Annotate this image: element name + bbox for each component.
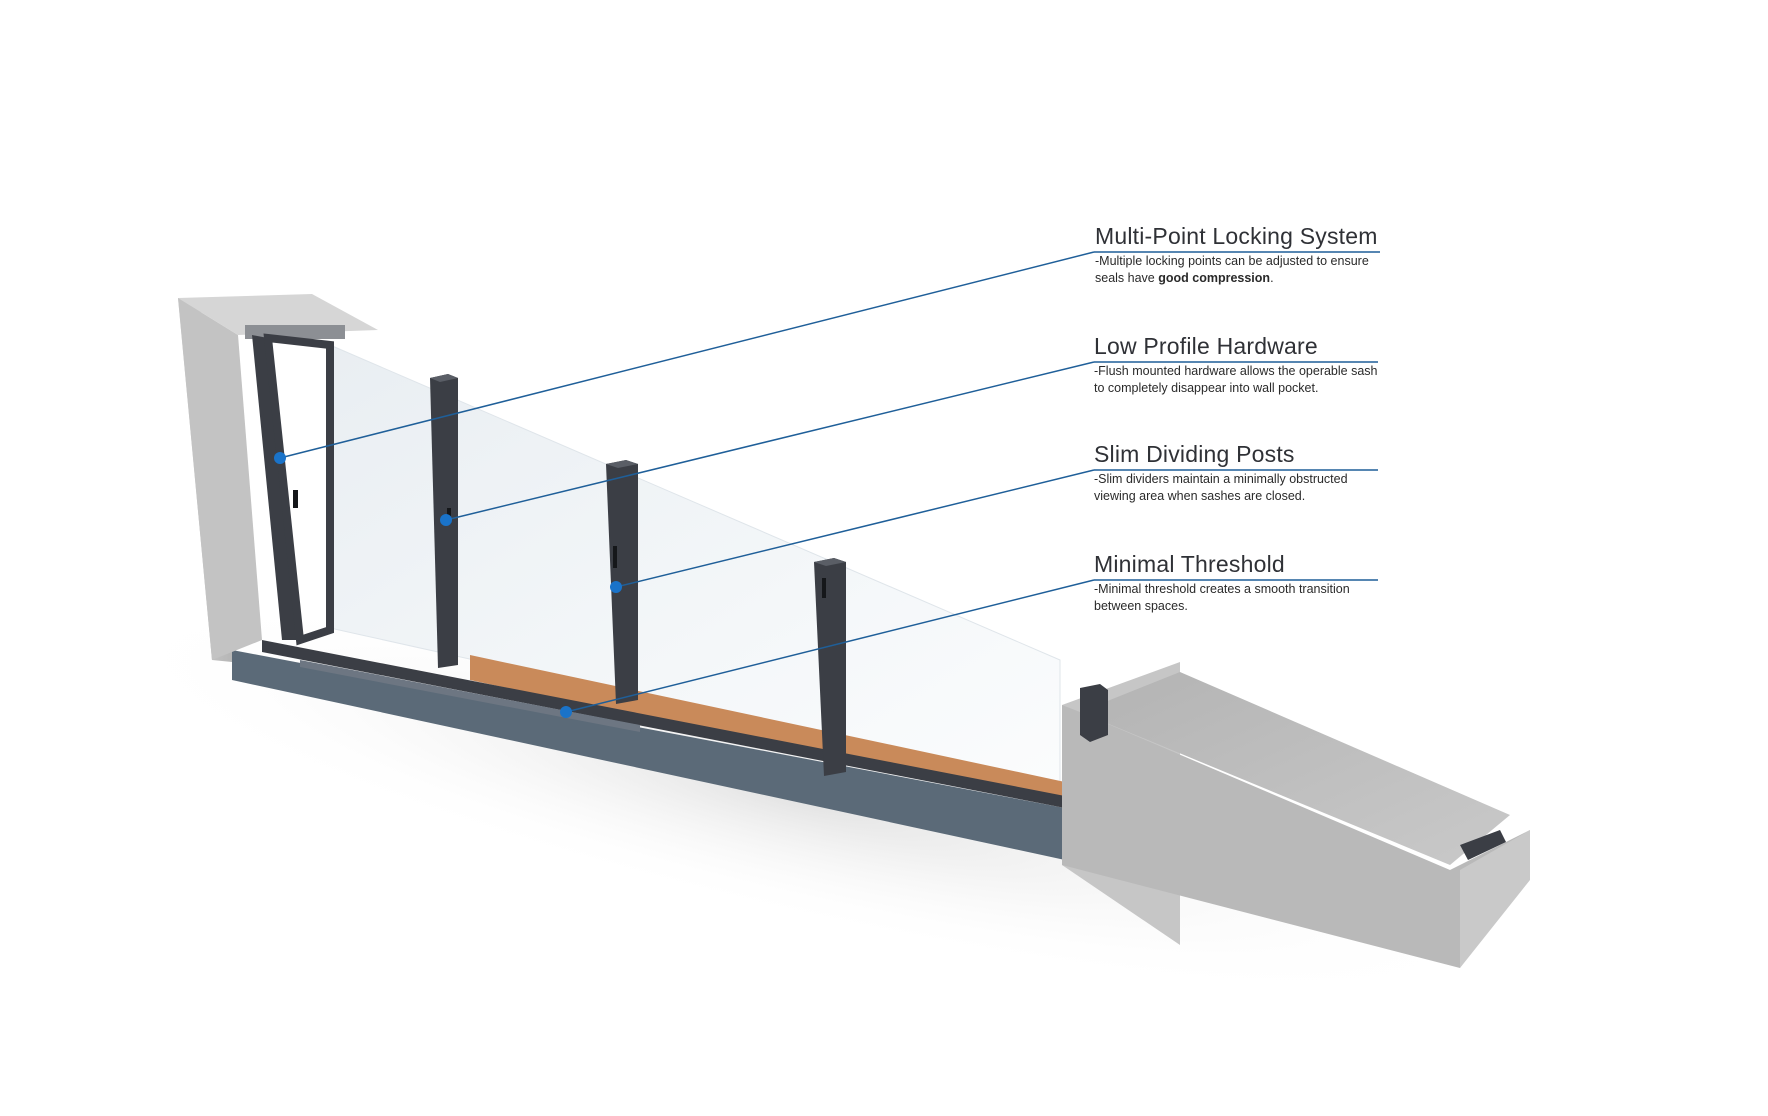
callout-title: Slim Dividing Posts <box>1094 441 1295 467</box>
callout-desc-text: -Minimal threshold creates a smooth tran… <box>1094 582 1350 613</box>
right-pocket-end <box>1460 830 1530 968</box>
callout-desc-bold: good compression <box>1158 271 1271 285</box>
callout-minimal-threshold: Minimal Threshold -Minimal threshold cre… <box>1094 550 1384 615</box>
callout-desc-text: -Flush mounted hardware allows the opera… <box>1094 364 1378 395</box>
callout-multi-point-locking: Multi-Point Locking System -Multiple loc… <box>1095 222 1385 287</box>
leader-threshold <box>560 579 1378 718</box>
leader-hardware <box>440 361 1378 526</box>
callout-title: Low Profile Hardware <box>1094 333 1318 359</box>
left-wall-top <box>178 294 378 335</box>
callout-low-profile-hardware: Low Profile Hardware -Flush mounted hard… <box>1094 332 1384 397</box>
threshold-track <box>300 660 640 732</box>
callout-desc-text: -Slim dividers maintain a minimally obst… <box>1094 472 1348 503</box>
callout-description: -Minimal threshold creates a smooth tran… <box>1094 581 1379 615</box>
callout-title: Minimal Threshold <box>1094 551 1285 577</box>
left-wall-outer <box>178 298 262 660</box>
callout-slim-dividing-posts: Slim Dividing Posts -Slim dividers maint… <box>1094 440 1384 505</box>
marker-dot <box>610 581 622 593</box>
right-pocket-front <box>1062 705 1530 968</box>
right-pocket-inner <box>1080 672 1510 865</box>
callout-description: -Slim dividers maintain a minimally obst… <box>1094 471 1379 505</box>
callout-title: Multi-Point Locking System <box>1095 223 1378 249</box>
divider-post-3 <box>814 558 846 776</box>
threshold-base <box>232 650 1065 860</box>
marker-dot <box>274 452 286 464</box>
left-sash-frame <box>263 333 334 646</box>
divider-post-2 <box>606 460 638 704</box>
left-handle <box>293 490 298 508</box>
marker-dot <box>560 706 572 718</box>
leader-locking <box>274 251 1380 464</box>
leader-line <box>615 469 1095 588</box>
callout-description: -Flush mounted hardware allows the opera… <box>1094 363 1379 397</box>
callout-desc-text: -Multiple locking points can be adjusted… <box>1095 254 1369 285</box>
pocket-end-panels <box>1460 830 1506 860</box>
leader-line <box>445 361 1095 521</box>
callout-desc-end: . <box>1270 271 1274 285</box>
marker-dot <box>440 514 452 526</box>
leader-line <box>565 579 1095 713</box>
pocket-stacked-panels <box>1080 684 1108 742</box>
leader-posts <box>610 469 1378 593</box>
threshold-top-rail <box>262 640 1065 808</box>
callout-description: -Multiple locking points can be adjusted… <box>1095 253 1380 287</box>
leader-line <box>279 251 1095 459</box>
